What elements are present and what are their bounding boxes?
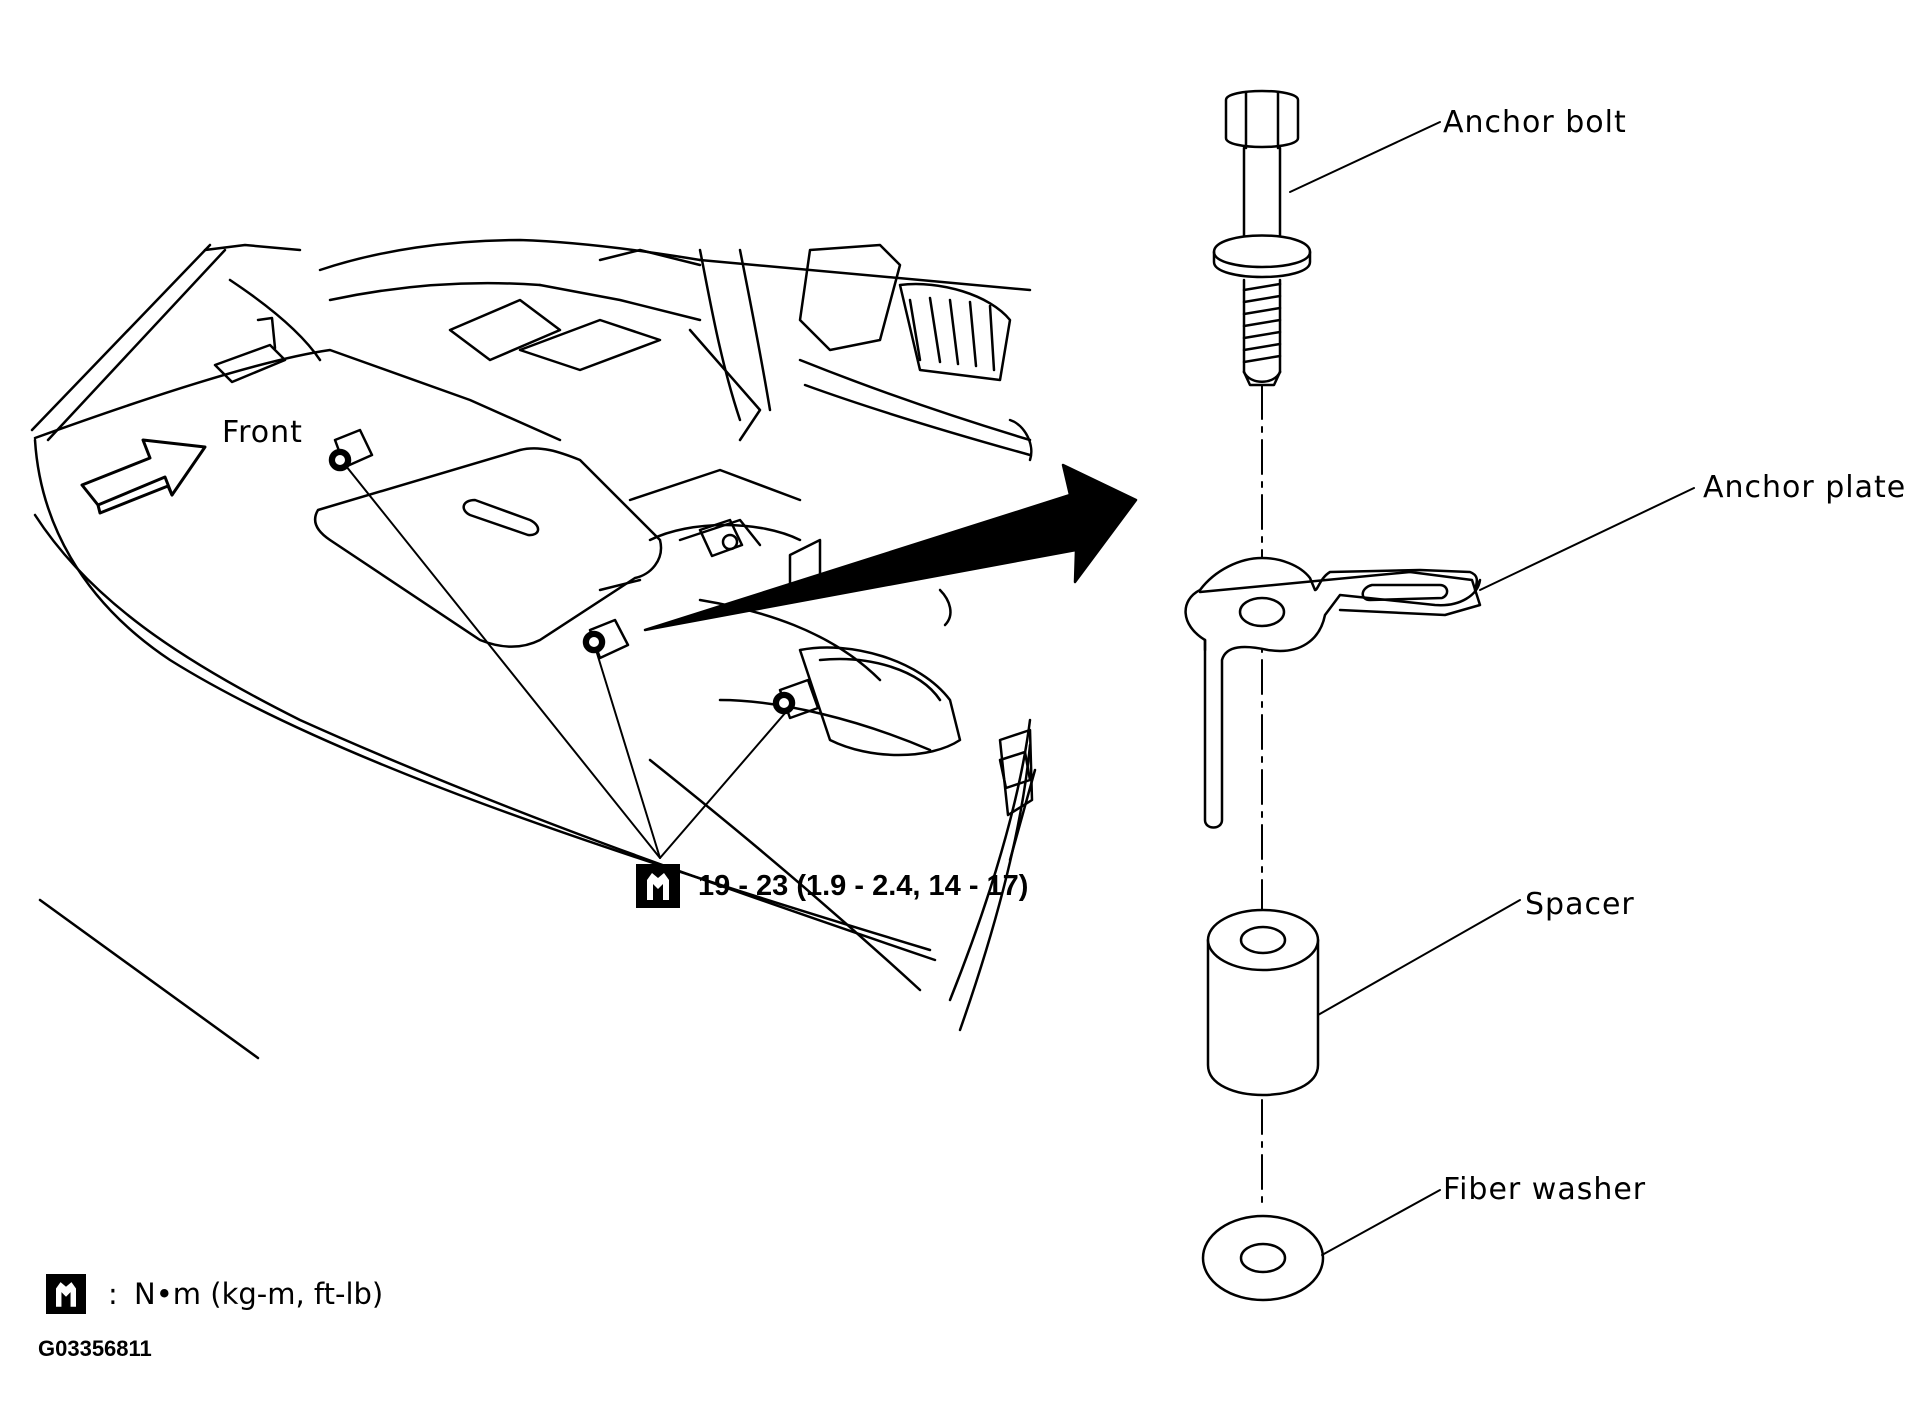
legend-units: N•m (kg-m, ft-lb) bbox=[134, 1277, 384, 1311]
anchor-bolt-label: Anchor bolt bbox=[1443, 105, 1627, 140]
anchor-point-center bbox=[582, 618, 630, 660]
anchor-plate-label: Anchor plate bbox=[1703, 470, 1907, 505]
exploded-view bbox=[1184, 89, 1695, 1302]
spacer-label: Spacer bbox=[1525, 887, 1635, 922]
legend-separator: : bbox=[108, 1277, 118, 1311]
fiber-washer-part bbox=[1201, 1214, 1325, 1302]
anchor-bolt-part bbox=[1212, 89, 1312, 387]
figure-code: G03356811 bbox=[38, 1336, 152, 1361]
spacer-part bbox=[1206, 908, 1320, 1097]
fiber-washer-label: Fiber washer bbox=[1443, 1172, 1647, 1207]
callout-arrow bbox=[643, 463, 1138, 632]
anchor-plate-part bbox=[1184, 556, 1482, 829]
vehicle-trunk-illustration bbox=[30, 238, 1037, 1060]
torque-spec: 19 - 23 (1.9 - 2.4, 14 - 17) bbox=[698, 870, 1029, 902]
legend-wrench-icon bbox=[46, 1274, 86, 1314]
front-label: Front bbox=[222, 415, 303, 450]
torque-wrench-icon bbox=[636, 864, 680, 908]
anchor-point-left bbox=[328, 428, 374, 472]
front-direction-arrow-icon bbox=[80, 438, 207, 515]
